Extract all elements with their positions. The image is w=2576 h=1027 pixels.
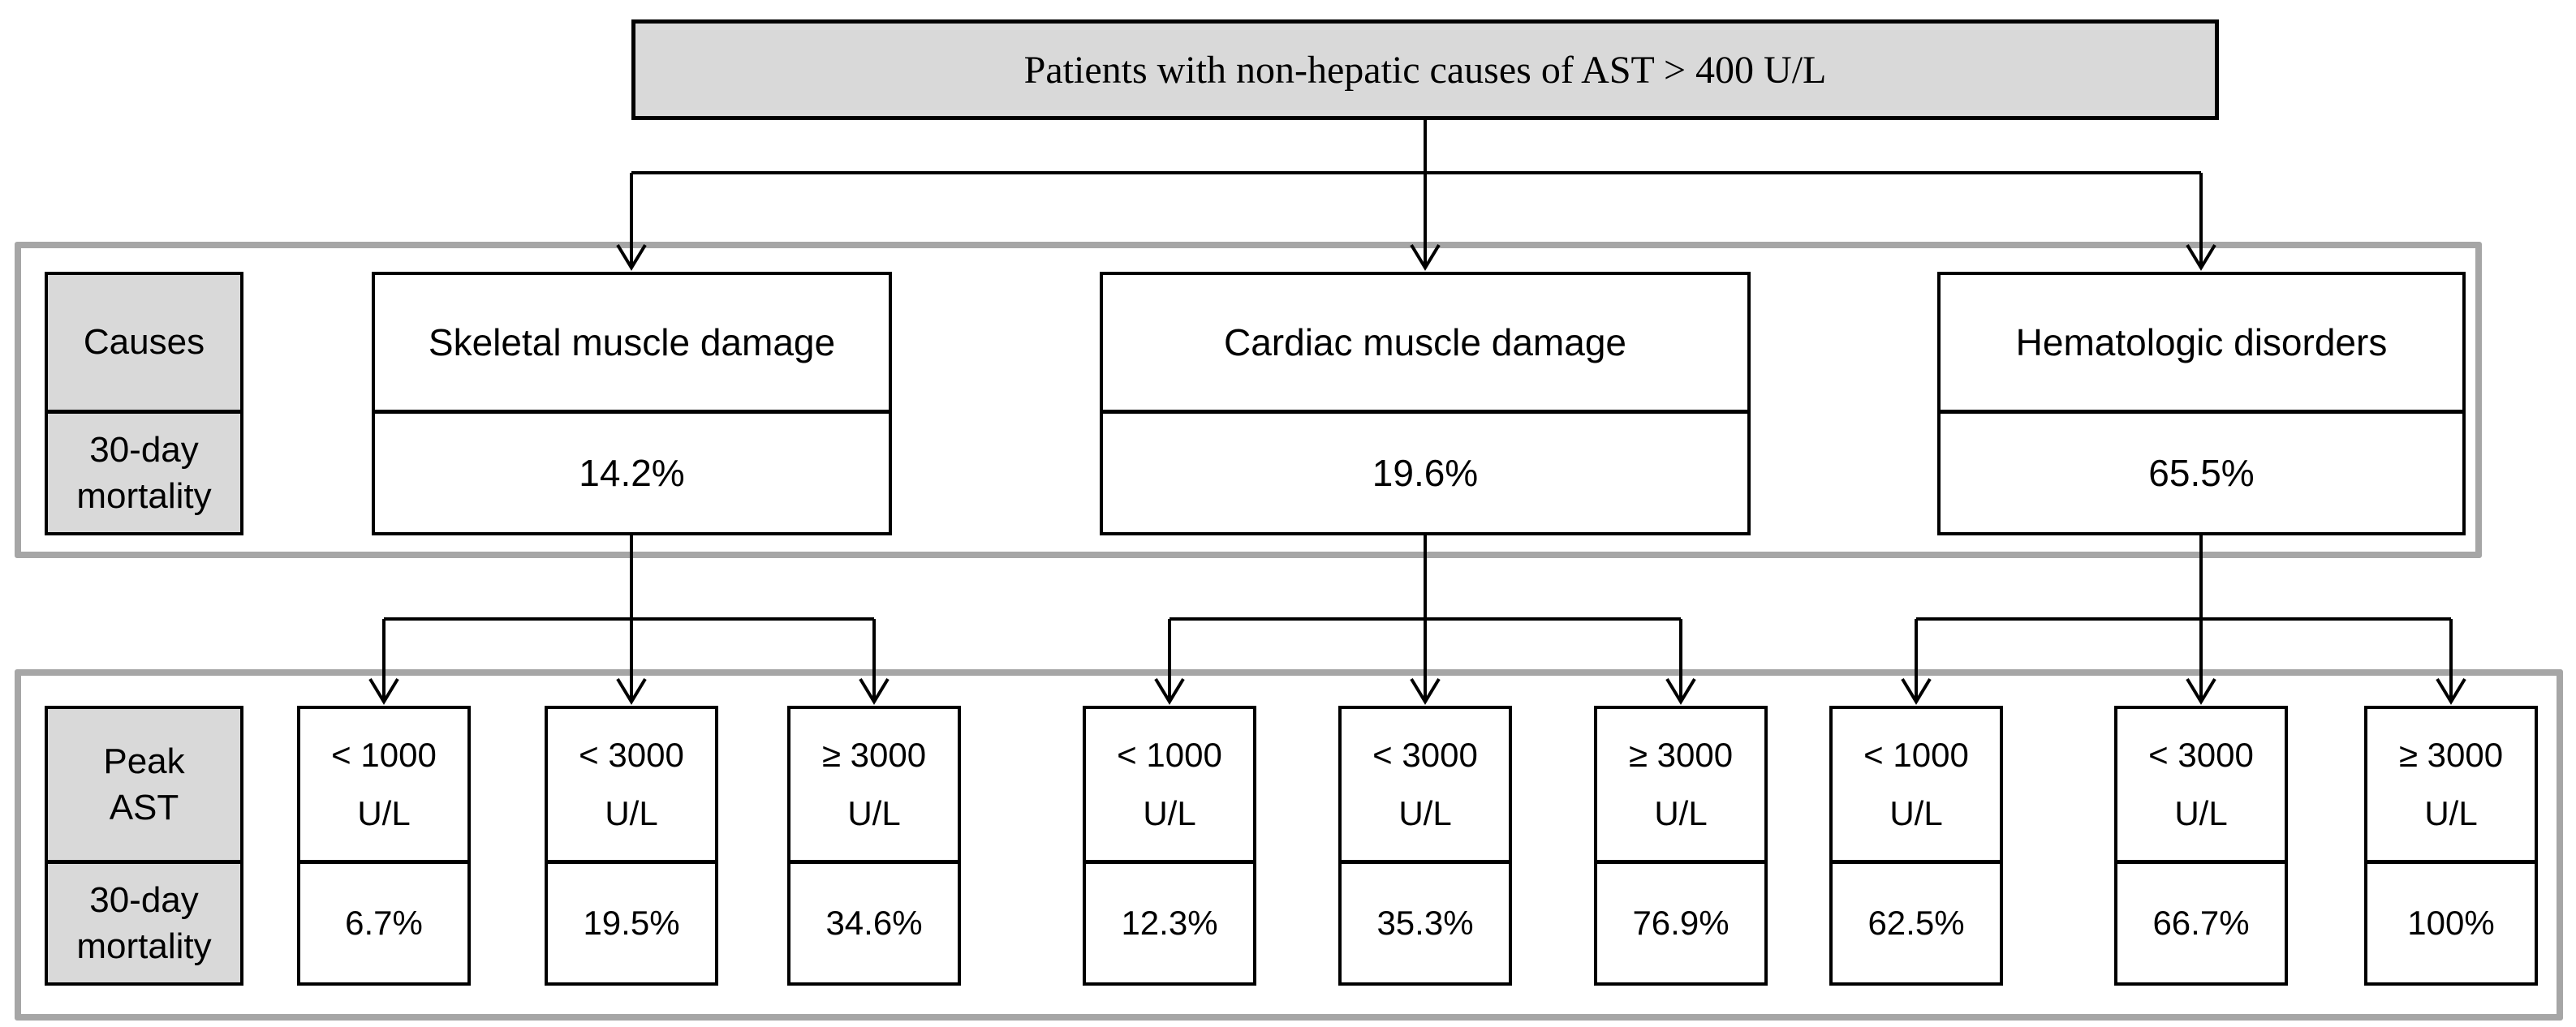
row-label-30day-mortality-bottom: 30-day mortality <box>48 860 240 982</box>
ast-mortality-skeletal-ge3000: 34.6% <box>790 860 958 982</box>
ast-range-value: < 3000 <box>1372 736 1478 774</box>
peak-ast-row-label-column: Peak AST 30-day mortality <box>45 706 243 986</box>
row-label-30day-mortality-top: 30-day mortality <box>48 410 240 532</box>
ast-box-hematologic-lt1000: < 1000 U/L 62.5% <box>1829 706 2003 986</box>
ast-range-unit: U/L <box>2174 794 2228 832</box>
ast-range-skeletal-lt1000: < 1000 U/L <box>300 709 467 860</box>
ast-mortality-hematologic-lt1000: 62.5% <box>1833 860 2000 982</box>
ast-box-hematologic-lt3000: < 3000 U/L 66.7% <box>2114 706 2288 986</box>
ast-range-unit: U/L <box>1143 794 1196 832</box>
ast-box-cardiac-ge3000: ≥ 3000 U/L 76.9% <box>1594 706 1768 986</box>
ast-range-value: ≥ 3000 <box>821 736 927 774</box>
row-label-peak-ast-line2: AST <box>109 788 179 827</box>
cause-name-cardiac: Cardiac muscle damage <box>1223 321 1626 363</box>
ast-range-unit: U/L <box>847 794 901 832</box>
ast-box-hematologic-ge3000: ≥ 3000 U/L 100% <box>2364 706 2538 986</box>
ast-mortality-skeletal-lt1000: 6.7% <box>300 860 467 982</box>
ast-box-skeletal-lt3000: < 3000 U/L 19.5% <box>545 706 718 986</box>
ast-range-unit: U/L <box>2424 794 2478 832</box>
ast-range-cardiac-ge3000: ≥ 3000 U/L <box>1597 709 1764 860</box>
cause-box-hematologic: Hematologic disorders 65.5% <box>1937 272 2466 535</box>
ast-range-unit: U/L <box>1654 794 1708 832</box>
ast-range-cardiac-lt1000: < 1000 U/L <box>1086 709 1253 860</box>
ast-range-cardiac-lt3000: < 3000 U/L <box>1342 709 1509 860</box>
ast-box-skeletal-lt1000: < 1000 U/L 6.7% <box>297 706 471 986</box>
cause-box-cardiac: Cardiac muscle damage 19.6% <box>1100 272 1751 535</box>
ast-range-unit: U/L <box>1398 794 1452 832</box>
ast-range-unit: U/L <box>1889 794 1943 832</box>
ast-range-skeletal-lt3000: < 3000 U/L <box>548 709 715 860</box>
ast-box-cardiac-lt3000: < 3000 U/L 35.3% <box>1338 706 1512 986</box>
row-label-causes: Causes <box>48 275 240 410</box>
ast-range-value: < 3000 <box>579 736 684 774</box>
causes-row-container <box>15 242 2482 558</box>
ast-range-hematologic-lt1000: < 1000 U/L <box>1833 709 2000 860</box>
ast-range-hematologic-ge3000: ≥ 3000 U/L <box>2367 709 2535 860</box>
ast-mortality-cardiac-lt3000: 35.3% <box>1342 860 1509 982</box>
ast-range-value: < 1000 <box>1117 736 1222 774</box>
ast-mortality-cardiac-ge3000: 76.9% <box>1597 860 1764 982</box>
ast-mortality-hematologic-lt3000: 66.7% <box>2117 860 2285 982</box>
root-box: Patients with non-hepatic causes of AST … <box>631 19 2219 120</box>
ast-box-cardiac-lt1000: < 1000 U/L 12.3% <box>1083 706 1256 986</box>
ast-range-unit: U/L <box>605 794 658 832</box>
cause-mortality-cardiac: 19.6% <box>1103 410 1747 532</box>
ast-range-hematologic-lt3000: < 3000 U/L <box>2117 709 2285 860</box>
ast-mortality-hematologic-ge3000: 100% <box>2367 860 2535 982</box>
ast-range-value: < 3000 <box>2148 736 2254 774</box>
ast-range-value: < 1000 <box>1863 736 1969 774</box>
cause-box-skeletal: Skeletal muscle damage 14.2% <box>372 272 892 535</box>
peak-ast-row-container <box>15 669 2563 1021</box>
root-box-label: Patients with non-hepatic causes of AST … <box>1023 48 1827 92</box>
ast-mortality-cardiac-lt1000: 12.3% <box>1086 860 1253 982</box>
row-label-peak-ast-line1: Peak <box>103 741 185 781</box>
ast-range-value: ≥ 3000 <box>1628 736 1734 774</box>
row-label-peak-ast: Peak AST <box>48 709 240 860</box>
cause-mortality-skeletal: 14.2% <box>375 410 889 532</box>
cause-name-hematologic: Hematologic disorders <box>2015 321 2388 363</box>
ast-box-skeletal-ge3000: ≥ 3000 U/L 34.6% <box>787 706 961 986</box>
ast-range-value: ≥ 3000 <box>2398 736 2504 774</box>
cause-mortality-hematologic: 65.5% <box>1941 410 2462 532</box>
cause-name-skeletal: Skeletal muscle damage <box>428 321 836 363</box>
ast-mortality-skeletal-lt3000: 19.5% <box>548 860 715 982</box>
ast-range-skeletal-ge3000: ≥ 3000 U/L <box>790 709 958 860</box>
ast-range-unit: U/L <box>357 794 411 832</box>
causes-row-label-column: Causes 30-day mortality <box>45 272 243 535</box>
ast-range-value: < 1000 <box>331 736 437 774</box>
